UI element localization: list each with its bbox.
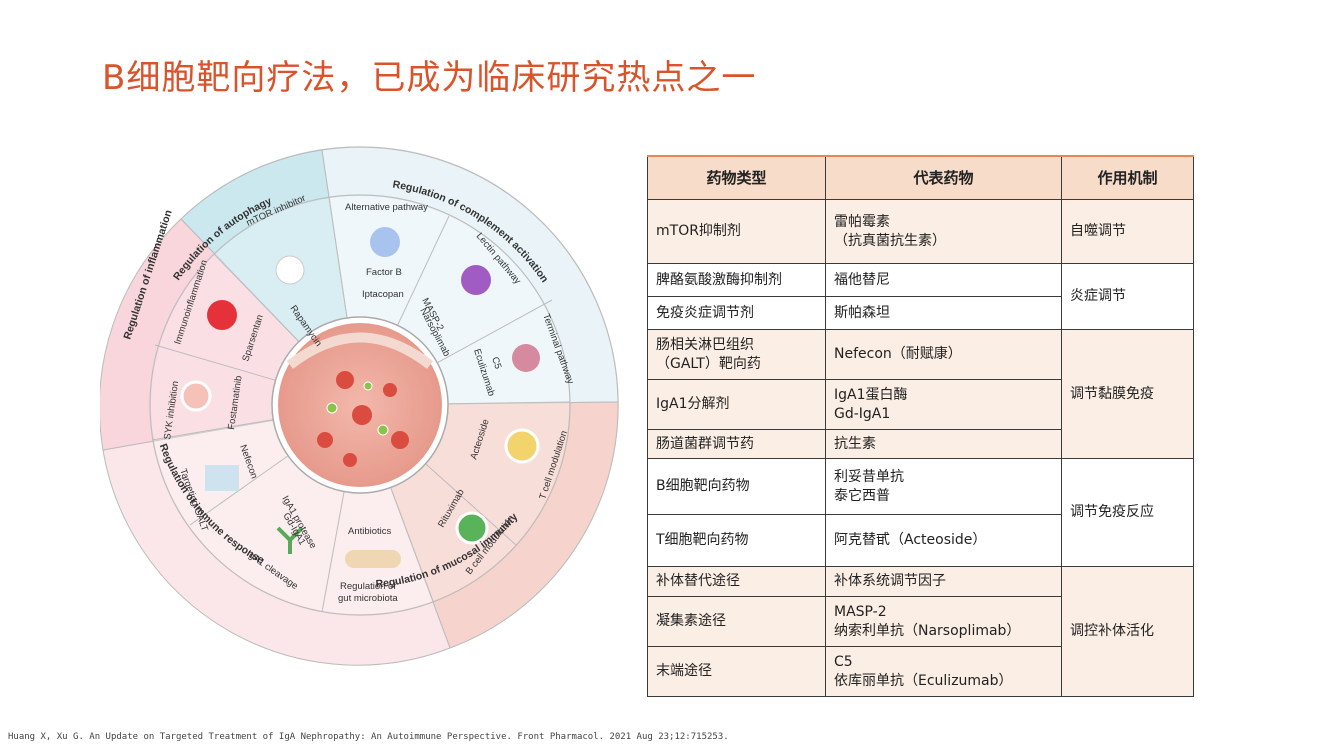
label-iptacopan: Iptacopan [362, 289, 404, 300]
table-row: 补体替代途径 补体系统调节因子 调控补体活化 [647, 566, 1194, 697]
label-gut: Regulation of [340, 581, 396, 592]
cell-drug: 利妥昔单抗泰它西普 [825, 458, 1062, 515]
header-drug: 代表药物 [825, 155, 1062, 200]
cell-type: B细胞靶向药物 [647, 458, 826, 515]
header-mechanism: 作用机制 [1061, 155, 1194, 200]
cell-drug: 斯帕森坦 [825, 296, 1062, 330]
c5-icon [512, 344, 540, 372]
table-row: T细胞靶向药物 阿克替甙（Acteoside） [647, 514, 1194, 567]
cell-drug: 抗生素 [825, 429, 1062, 459]
cell-mechanism: 调节免疫反应 [1061, 458, 1194, 567]
label-c5: C5 [489, 356, 503, 371]
kidney-illustration [278, 323, 442, 487]
antibiotics-icon [345, 550, 401, 568]
antibody-icon [276, 526, 304, 554]
drug-table: 药物类型 代表药物 作用机制 mTOR抑制剂 雷帕霉素（抗真菌抗生素） 自噬调节… [647, 155, 1194, 697]
mechanism-diagram: Regulation of autophagy Regulation of co… [100, 146, 619, 666]
masp2-icon [461, 265, 491, 295]
label-gut2: gut microbiota [338, 593, 398, 604]
table-row: 脾酪氨酸激酶抑制剂 福他替尼 炎症调节 [647, 263, 1194, 330]
cell-type: mTOR抑制剂 [647, 199, 826, 264]
cell-type: 凝集素途径 [647, 596, 826, 647]
table-row: 肠相关淋巴组织（GALT）靶向药 Nefecon（耐赋康） 调节黏膜免疫 [647, 329, 1194, 459]
immunoinflammation-icon [207, 300, 237, 330]
rapamycin-icon [275, 255, 305, 285]
label-antibiotics: Antibiotics [348, 526, 392, 537]
cell-type: 末端途径 [647, 646, 826, 697]
citation-footer: Huang X, Xu G. An Update on Targeted Tre… [8, 732, 729, 742]
label-factorb: Factor B [366, 267, 402, 278]
t-cell-icon [504, 428, 540, 464]
cell-drug: 阿克替甙（Acteoside） [825, 514, 1062, 567]
header-type: 药物类型 [647, 155, 826, 200]
table-row: 免疫炎症调节剂 斯帕森坦 [647, 296, 1194, 330]
cell-type: 脾酪氨酸激酶抑制剂 [647, 263, 826, 297]
cell-type: IgA1分解剂 [647, 379, 826, 430]
cell-drug: 雷帕霉素（抗真菌抗生素） [825, 199, 1062, 264]
b-cell-icon [455, 511, 489, 545]
cell-type: 免疫炎症调节剂 [647, 296, 826, 330]
cell-drug: Nefecon（耐赋康） [825, 329, 1062, 380]
cell-mechanism: 自噬调节 [1061, 199, 1194, 264]
cell-drug: 补体系统调节因子 [825, 566, 1062, 597]
factor-b-icon [370, 227, 400, 257]
cell-type: 肠相关淋巴组织（GALT）靶向药 [647, 329, 826, 380]
cell-type: 补体替代途径 [647, 566, 826, 597]
galt-icon [205, 465, 239, 491]
cell-type: T细胞靶向药物 [647, 514, 826, 567]
page-title: B细胞靶向疗法，已成为临床研究热点之一 [102, 58, 757, 98]
label-alternative: Alternative pathway [345, 202, 428, 213]
cell-mechanism: 调节黏膜免疫 [1061, 329, 1194, 459]
table-row: mTOR抑制剂 雷帕霉素（抗真菌抗生素） 自噬调节 [647, 199, 1194, 264]
cell-mechanism: 炎症调节 [1061, 263, 1194, 330]
cell-mechanism: 调控补体活化 [1061, 566, 1194, 697]
cell-drug: 福他替尼 [825, 263, 1062, 297]
table-row: B细胞靶向药物 利妥昔单抗泰它西普 调节免疫反应 [647, 458, 1194, 567]
syk-icon [180, 380, 212, 412]
table-header-row: 药物类型 代表药物 作用机制 [647, 155, 1194, 200]
cell-type: 肠道菌群调节药 [647, 429, 826, 459]
